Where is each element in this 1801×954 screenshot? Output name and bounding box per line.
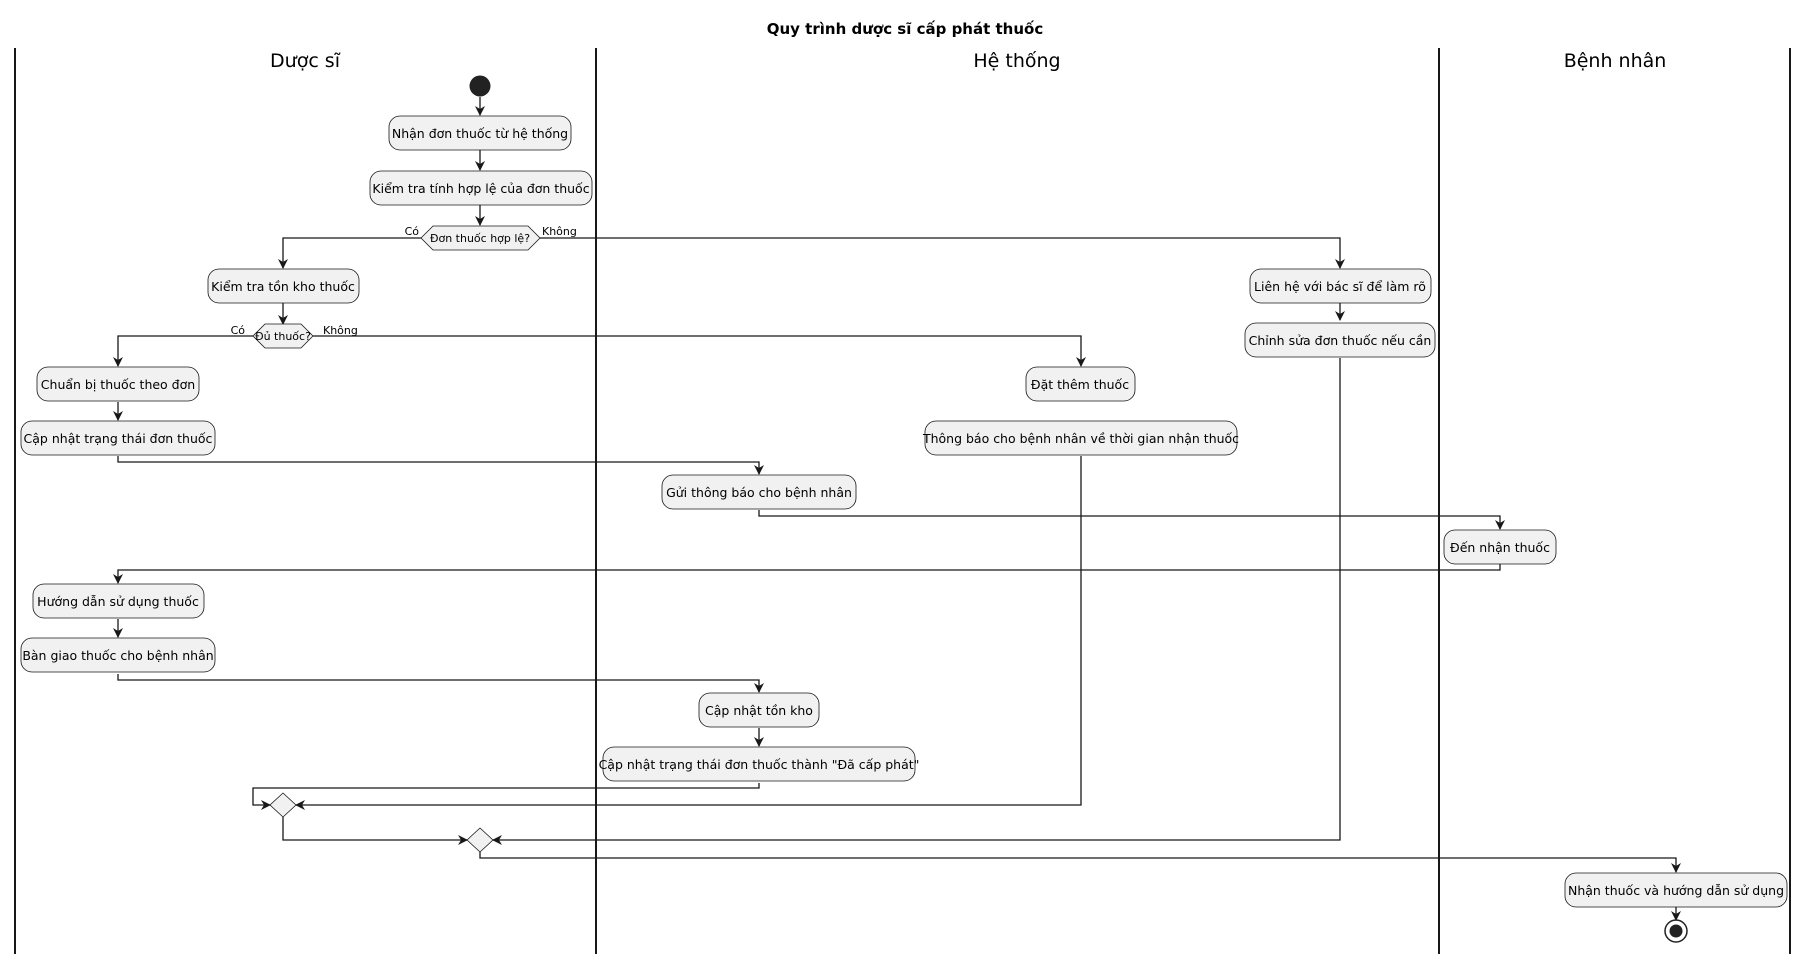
decision-label: Đủ thuốc? — [255, 330, 311, 343]
decision-no-label: Không — [542, 225, 577, 238]
connectors — [113, 97, 1681, 921]
action-contact-doctor: Liên hệ với bác sĩ để làm rõ — [1249, 268, 1432, 304]
action-update-inventory: Cập nhật tồn kho — [698, 692, 820, 728]
action-label: Cập nhật tồn kho — [705, 703, 813, 718]
action-label: Kiểm tra tính hợp lệ của đơn thuốc — [372, 181, 589, 196]
action-label: Nhận đơn thuốc từ hệ thống — [392, 126, 568, 141]
action-label: Thông báo cho bệnh nhân về thời gian nhậ… — [922, 431, 1239, 446]
action-check-stock: Kiểm tra tồn kho thuốc — [207, 268, 360, 304]
action-label: Cập nhật trạng thái đơn thuốc thành "Đã … — [599, 757, 920, 772]
merge-node-outer — [466, 827, 494, 853]
action-label: Chỉnh sửa đơn thuốc nếu cần — [1249, 333, 1432, 348]
merge-node-inner — [269, 792, 297, 818]
action-label: Bàn giao thuốc cho bệnh nhân — [22, 648, 213, 663]
action-update-status: Cập nhật trạng thái đơn thuốc — [20, 420, 216, 456]
action-label: Chuẩn bị thuốc theo đơn — [41, 377, 195, 392]
action-handover: Bàn giao thuốc cho bệnh nhân — [20, 637, 216, 673]
action-receive-and-guide: Nhận thuốc và hướng dẫn sử dụng — [1564, 872, 1788, 908]
action-come-pickup: Đến nhận thuốc — [1443, 529, 1557, 565]
action-notify-time: Thông báo cho bệnh nhân về thời gian nhậ… — [922, 420, 1239, 456]
start-node — [469, 75, 491, 97]
action-send-notification: Gửi thông báo cho bệnh nhân — [661, 474, 857, 510]
action-label: Nhận thuốc và hướng dẫn sử dụng — [1568, 883, 1784, 898]
action-receive-order: Nhận đơn thuốc từ hệ thống — [388, 115, 572, 151]
action-label: Liên hệ với bác sĩ để làm rõ — [1254, 279, 1426, 294]
action-label: Đặt thêm thuốc — [1031, 377, 1129, 392]
decision-yes-label: Có — [231, 324, 246, 337]
lane-header-pharmacist: Dược sĩ — [270, 50, 341, 72]
action-label: Gửi thông báo cho bệnh nhân — [666, 485, 852, 500]
action-label: Cập nhật trạng thái đơn thuốc — [24, 431, 213, 446]
action-update-dispensed: Cập nhật trạng thái đơn thuốc thành "Đã … — [599, 746, 920, 782]
decision-no-label: Không — [323, 324, 358, 337]
decision-valid: Đơn thuốc hợp lệ? Có Không — [405, 225, 577, 251]
diagram-title: Quy trình dược sĩ cấp phát thuốc — [767, 19, 1043, 38]
lane-header-patient: Bệnh nhân — [1564, 50, 1667, 72]
decision-enough: Đủ thuốc? Có Không — [231, 323, 358, 349]
action-label: Đến nhận thuốc — [1450, 540, 1550, 555]
swimlane-borders — [14, 48, 1791, 954]
decision-label: Đơn thuốc hợp lệ? — [430, 232, 530, 245]
action-check-validity: Kiểm tra tính hợp lệ của đơn thuốc — [369, 170, 593, 206]
action-edit-order: Chỉnh sửa đơn thuốc nếu cần — [1244, 322, 1436, 358]
decision-yes-label: Có — [405, 225, 420, 238]
action-order-more: Đặt thêm thuốc — [1025, 366, 1136, 402]
action-label: Hướng dẫn sử dụng thuốc — [37, 594, 199, 609]
end-node — [1664, 919, 1688, 943]
action-usage-guide: Hướng dẫn sử dụng thuốc — [32, 583, 205, 619]
action-label: Kiểm tra tồn kho thuốc — [211, 279, 355, 294]
action-prepare-medicine: Chuẩn bị thuốc theo đơn — [36, 366, 200, 402]
lane-header-system: Hệ thống — [973, 50, 1060, 72]
